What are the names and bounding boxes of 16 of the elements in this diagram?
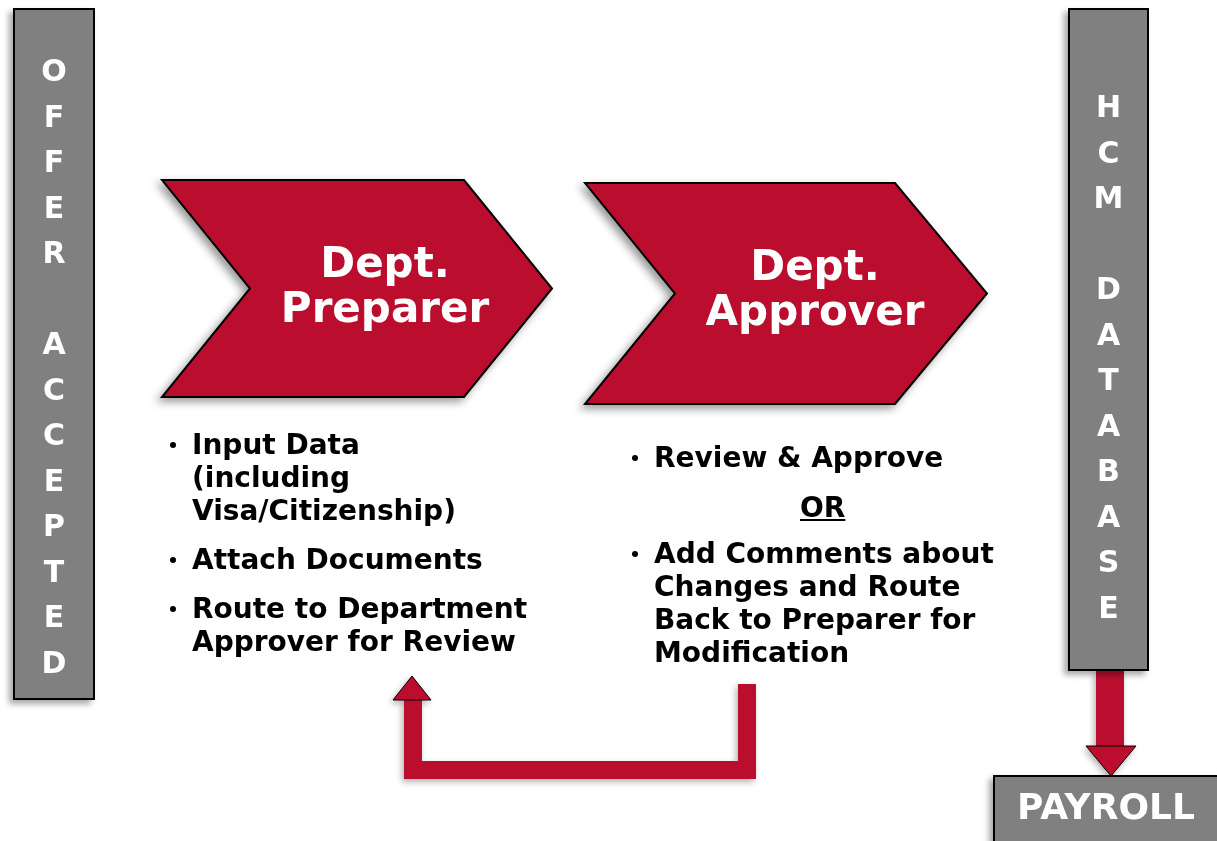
bullet-text: Add Comments about Changes and Route Back to Preparer for Modification bbox=[654, 537, 994, 669]
vertical-bar bbox=[1068, 8, 1149, 671]
bullet-text: Route to Department Approver for Review bbox=[192, 592, 528, 658]
or-label: OR bbox=[800, 491, 846, 524]
bullet-text: Input Data (including Visa/Citizenship) bbox=[192, 428, 456, 527]
box-label: PAYROLL bbox=[1016, 785, 1196, 829]
block-arrow bbox=[1085, 671, 1137, 777]
bar-label: HCM DATABASE bbox=[1092, 88, 1125, 627]
bullet-text: Review & Approve bbox=[654, 441, 944, 474]
output-box bbox=[993, 775, 1217, 841]
step-title: Dept. Preparer bbox=[279, 240, 491, 330]
step-title: Dept. Approver bbox=[704, 243, 926, 333]
bar-label: OFFER ACCEPTED bbox=[40, 52, 68, 682]
block-arrow bbox=[392, 675, 756, 779]
vertical-bar bbox=[13, 8, 95, 700]
bullet-text: Attach Documents bbox=[192, 543, 483, 576]
